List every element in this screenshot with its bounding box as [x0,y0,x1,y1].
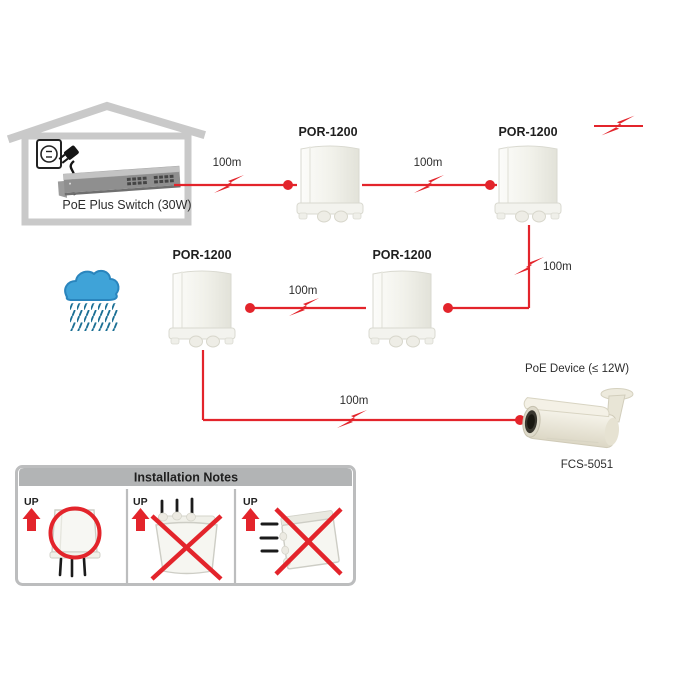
repeater-3-label: POR-1200 [172,248,231,262]
correct-circle-icon [48,506,102,560]
lightning-icon [594,115,643,136]
distance-label-2: 100m [414,157,443,169]
segment-repeater3-to-camera [201,350,525,428]
panel-header [19,468,352,486]
segment-repeater4-to-repeater3 [245,298,366,316]
distance-label-1: 100m [213,157,242,169]
poe-switch [57,165,181,198]
rain-cloud-icon [64,269,120,331]
up-label-1: UP [24,496,39,508]
segment-repeater2-to-repeater4 [443,225,544,313]
repeater-1 [296,145,364,223]
up-label-2: UP [133,496,148,508]
repeater-1-label: POR-1200 [298,125,357,139]
panel-title: Installation Notes [134,471,238,485]
repeater-2 [494,145,562,223]
camera-model-label: FCS-5051 [561,459,613,471]
note-wrong-sideways: UP [241,496,343,576]
installation-notes-panel: Installation Notes UP UP [15,465,356,586]
note-wrong-upside-down: UP [131,496,223,581]
ip-camera [522,388,634,449]
wrong-x-icon [150,514,223,581]
segment-repeater1-to-repeater2 [362,175,497,193]
repeater-2-label: POR-1200 [498,125,557,139]
up-label-3: UP [243,496,258,508]
segment-switch-to-repeater1 [174,175,297,193]
note-correct-orientation: UP [22,496,102,578]
repeater-4-label: POR-1200 [372,248,431,262]
repeater-4 [368,270,436,348]
distance-label-3: 100m [543,261,572,273]
repeater-3 [168,270,236,348]
switch-label: PoE Plus Switch (30W) [62,198,191,212]
power-outlet-icon [36,139,62,169]
distance-label-5: 100m [340,395,369,407]
wrong-x-icon [274,507,343,576]
distance-label-4: 100m [289,285,318,297]
house-outline [6,101,206,226]
end-device-caption: PoE Device (≤ 12W) [525,363,629,375]
